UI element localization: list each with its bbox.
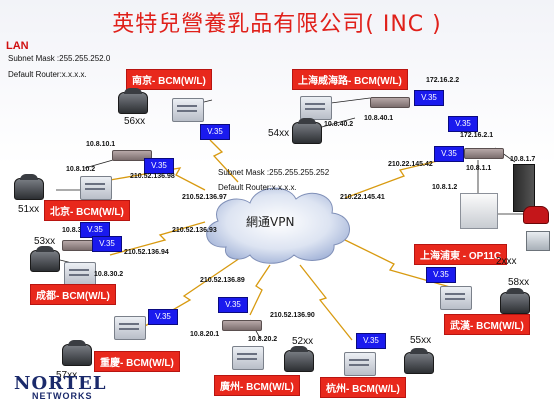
ip-guangzhou-cloud: 210.52.136.89: [200, 277, 245, 284]
ip-nanjing-cloud: 210.52.136.97: [182, 194, 227, 201]
nortel-logo: NORTEL NETWORKS: [14, 373, 107, 401]
pbx-icon: [460, 193, 498, 229]
lan-default-router: Default Router:x.x.x.x.: [8, 70, 87, 79]
bcm-icon: [300, 96, 332, 120]
ip-nanjing-gw: 10.8.10.2: [66, 166, 96, 173]
bcm-icon: [80, 176, 112, 200]
site-label-shanghai-weihai: 上海威海路- BCM(W/L): [292, 69, 408, 90]
ip-pudong-cloud: 210.22.145.41: [340, 194, 385, 201]
ext-chengdu: 53xx: [34, 236, 56, 247]
ip-guangzhou-lan: 10.8.20.1: [190, 331, 220, 338]
phone-icon: [14, 174, 44, 200]
site-label-chengdu: 成都- BCM(W/L): [30, 284, 116, 305]
v35-badge: V.35: [218, 297, 248, 313]
bcm-icon: [172, 98, 204, 122]
phone-icon: [404, 348, 434, 374]
v35-badge: V.35: [200, 124, 230, 140]
site-label-nanjing: 南京- BCM(W/L): [126, 69, 212, 90]
site-label-guangzhou: 廣州- BCM(W/L): [214, 375, 300, 396]
ip-guangzhou-gw: 10.8.20.2: [248, 336, 278, 343]
v35-badge: V.35: [356, 333, 386, 349]
ip-pudong-172: 172.16.2.1: [460, 132, 494, 139]
router-icon: [222, 320, 262, 331]
fax-icon: [526, 231, 550, 251]
phone-icon: [500, 288, 530, 314]
site-label-chongqing: 重慶- BCM(W/L): [94, 351, 180, 372]
phone-icon: [284, 346, 314, 372]
v35-badge: V.35: [426, 267, 456, 283]
cloud-subnet-mask: Subnet Mask :255.255.255.252: [218, 168, 330, 177]
site-label-wuhan: 武漢- BCM(W/L): [444, 314, 530, 335]
lan-subnet-mask: Subnet Mask :255.255.252.0: [8, 54, 111, 63]
router-icon: [112, 150, 152, 161]
site-label-shanghai-pudong: 上海浦東 - OP11C: [414, 244, 508, 265]
phone-icon: [292, 118, 322, 144]
ip-chengdu-cloud: 210.52.136.93: [172, 227, 217, 234]
ip-chengdu-gw: 10.8.30.2: [94, 271, 124, 278]
v35-badge: V.35: [148, 309, 178, 325]
lan-label: LAN: [6, 40, 29, 52]
server-cabinet-icon: [513, 164, 535, 212]
router-icon: [370, 97, 410, 108]
ip-pudong-lan3: 10.8.1.7: [510, 156, 536, 163]
ip-weihai-b: 10.8.40.1: [364, 115, 394, 122]
bcm-icon: [114, 316, 146, 340]
v35-badge: V.35: [448, 116, 478, 132]
ext-chongqing: 57xx: [56, 370, 78, 381]
vpn-cloud-label: 網通VPN: [246, 215, 295, 229]
site-label-beijing: 北京- BCM(W/L): [44, 200, 130, 221]
router-icon: [464, 148, 504, 159]
bcm-icon: [440, 286, 472, 310]
ip-guangzhou-wan: 210.52.136.90: [270, 312, 315, 319]
ext-guangzhou: 52xx: [292, 336, 314, 347]
bcm-icon: [64, 262, 96, 286]
ext-weihai: 54xx: [268, 128, 290, 139]
ext-wuhan: 58xx: [508, 277, 530, 288]
ip-pudong-lan2: 10.8.1.2: [432, 184, 458, 191]
phone-icon: [118, 88, 148, 114]
ip-pudong-wan: 210.22.145.42: [388, 161, 433, 168]
vpn-cloud: [196, 177, 358, 267]
red-phone-icon: [523, 206, 549, 224]
ip-pudong-lan1: 10.8.1.1: [466, 165, 492, 172]
ip-weihai-top: 172.16.2.2: [426, 77, 460, 84]
ext-nanjing: 56xx: [124, 116, 146, 127]
bcm-icon: [344, 352, 376, 376]
ext-hangzhou: 55xx: [410, 335, 432, 346]
v35-badge: V.35: [144, 158, 174, 174]
logo-sub: NETWORKS: [32, 391, 93, 401]
page-title: 英特兒營養乳品有限公司( INC ): [112, 12, 442, 37]
bcm-icon: [232, 346, 264, 370]
ext-beijing: 51xx: [18, 204, 40, 215]
ip-chengdu-wan: 210.52.136.94: [124, 249, 169, 256]
site-label-hangzhou: 杭州- BCM(W/L): [320, 377, 406, 398]
v35-badge: V.35: [434, 146, 464, 162]
ip-weihai-a: 10.8.40.2: [324, 121, 354, 128]
ext-pudong: 2xxx: [496, 256, 517, 267]
ip-chengdu-lan: 10.8.30.1: [62, 227, 92, 234]
cloud-default-router: Default Router:x.x.x.x.: [218, 183, 297, 192]
v35-badge: V.35: [414, 90, 444, 106]
phone-icon: [30, 246, 60, 272]
ip-nanjing-lan: 10.8.10.1: [86, 141, 116, 148]
logo-name: NORTEL: [14, 373, 107, 394]
phone-icon: [62, 340, 92, 366]
ip-nanjing-wan: 210.52.136.98: [130, 173, 175, 180]
v35-badge: V.35: [92, 236, 122, 252]
